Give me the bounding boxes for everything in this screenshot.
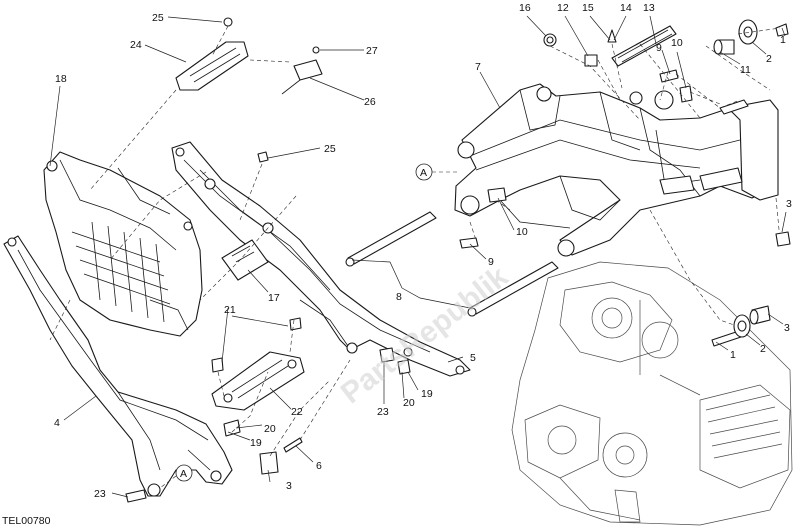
callout-21: 21 [224, 304, 236, 316]
main-frame [454, 83, 779, 257]
callout-9: 9 [488, 256, 494, 268]
callout-6: 6 [316, 460, 322, 472]
callout-3: 3 [786, 198, 792, 210]
callout-9: 9 [656, 42, 662, 54]
callout-14: 14 [620, 2, 632, 14]
callout-15: 15 [582, 2, 594, 14]
callout-7: 7 [475, 61, 481, 73]
callout-10: 10 [516, 226, 528, 238]
callout-13: 13 [643, 2, 655, 14]
callout-17: 17 [268, 292, 280, 304]
callout-10: 10 [671, 37, 683, 49]
engine-outline [511, 261, 793, 526]
leader-lines [49, 15, 787, 498]
callout-8: 8 [396, 291, 402, 303]
callout-26: 26 [364, 96, 376, 108]
callout-18: 18 [55, 73, 67, 85]
bracket-plate [211, 351, 305, 411]
callout-25: 25 [324, 143, 336, 155]
battery-tray [43, 151, 203, 337]
callout-2: 2 [766, 53, 772, 65]
callout-2: 2 [760, 343, 766, 355]
callout-16: 16 [519, 2, 531, 14]
reference-marker-frame: A [415, 163, 458, 181]
callout-23: 23 [94, 488, 106, 500]
callout-19: 19 [421, 388, 433, 400]
reference-marker-label: A [180, 468, 187, 480]
callout-23: 23 [377, 406, 389, 418]
callout-20: 20 [403, 397, 415, 409]
diagram-code: TEL00780 [2, 515, 51, 527]
callout-1: 1 [780, 34, 786, 46]
callout-27: 27 [366, 45, 378, 57]
callout-1: 1 [730, 349, 736, 361]
callout-5: 5 [470, 352, 476, 364]
callout-4: 4 [54, 417, 60, 429]
reference-marker-label: A [420, 167, 427, 179]
top-covers [175, 17, 323, 95]
callout-3: 3 [286, 480, 292, 492]
callout-12: 12 [557, 2, 569, 14]
callout-24: 24 [130, 39, 142, 51]
frame-plate [221, 239, 269, 281]
callout-22: 22 [291, 406, 303, 418]
callout-11: 11 [740, 64, 751, 76]
top-hardware [543, 19, 789, 115]
callout-3: 3 [784, 322, 790, 334]
callout-labels: 1 1 2 2 3 3 3 4 5 6 7 8 9 9 10 10 11 12 … [54, 2, 792, 500]
callout-19: 19 [250, 437, 262, 449]
alignment-lines-left [49, 25, 351, 457]
callout-20: 20 [264, 423, 276, 435]
reference-marker-bracket: A [159, 464, 193, 489]
callout-25: 25 [152, 12, 164, 24]
engine-mount-hardware [459, 187, 791, 347]
